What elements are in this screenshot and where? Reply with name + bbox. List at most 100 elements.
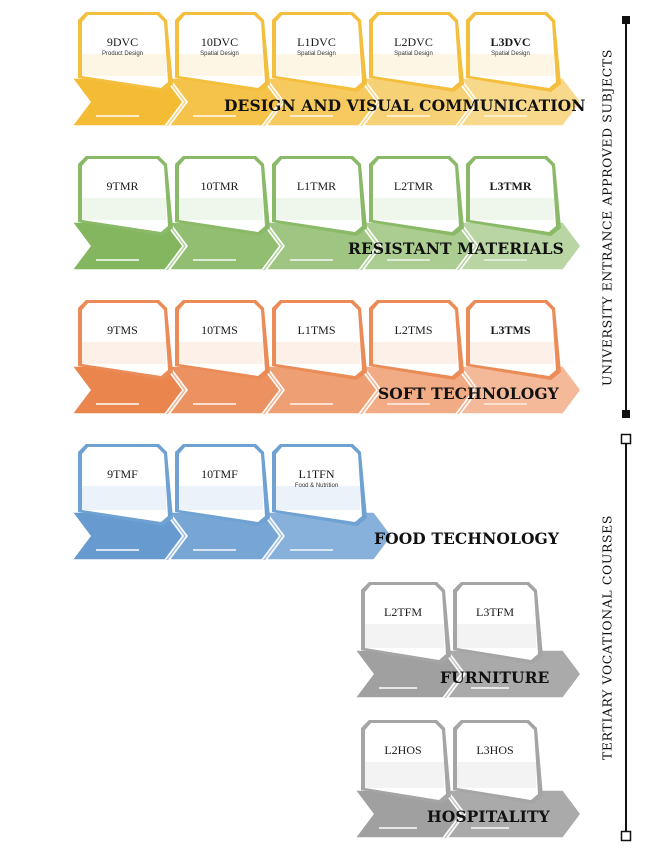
card-code: L3TMR [489, 179, 532, 193]
card-subtitle: Spatial Design [297, 51, 336, 57]
band-0-card-0-tint [82, 54, 166, 76]
card-code: L2DVC [394, 35, 433, 49]
bracket-lower-bottom-cap [620, 830, 632, 842]
card-code: L1TFN [298, 467, 335, 481]
card-subtitle: Spatial Design [491, 51, 530, 57]
card-code: 10TMS [201, 323, 238, 337]
band-5-card-1-face [457, 723, 538, 800]
band-3-card-2-tint [276, 486, 360, 510]
band-0-card-4-tint [470, 54, 554, 76]
band-4-title: FURNITURE [440, 668, 550, 687]
band-4-card-1: L3TFM [453, 606, 537, 618]
card-subtitle: Spatial Design [200, 51, 239, 57]
band-3-card-0-tint [82, 486, 166, 510]
band-1-card-2: L1TMR [272, 180, 361, 192]
band-0-card-1-tint [179, 54, 263, 76]
band-3-card-1: 10TMF [175, 468, 264, 480]
card-code: 9DVC [106, 35, 139, 49]
band-2-card-0-tint [82, 342, 166, 364]
band-4-chevron-1 [445, 649, 582, 699]
band-0-card-3-tint [373, 54, 457, 76]
band-5-card-0: L2HOS [361, 744, 445, 756]
band-1-card-1-face [179, 159, 265, 232]
card-code: L2TMS [394, 323, 433, 337]
band-5-card-0-tint [365, 762, 444, 788]
band-3-card-2: L1TFN Food & Nutrition [272, 468, 361, 489]
card-code: L3HOS [476, 743, 514, 757]
band-0-card-2-tint [276, 54, 360, 76]
band-5-title: HOSPITALITY [427, 807, 550, 826]
band-1-card-0-face [82, 159, 168, 232]
band-3-card-0-face [82, 447, 168, 522]
band-1-card-2-tint [276, 198, 360, 220]
card-code: L3DVC [490, 35, 531, 49]
card-code: 10TMR [200, 179, 239, 193]
band-1-card-0-tint [82, 198, 166, 220]
card-subtitle: Spatial Design [394, 51, 433, 57]
band-1-card-3-face [373, 159, 459, 232]
band-5-card-1-tint [457, 762, 536, 788]
band-1-card-2-face [276, 159, 362, 232]
band-0-card-0: 9DVC Product Design [78, 36, 167, 57]
band-0-card-2: L1DVC Spatial Design [272, 36, 361, 57]
card-code: L2TMR [393, 179, 434, 193]
card-code: L1DVC [297, 35, 336, 49]
card-code: L2TFM [383, 605, 422, 619]
band-2-card-3: L2TMS [369, 324, 458, 336]
band-4-card-0: L2TFM [361, 606, 445, 618]
band-1-card-0: 9TMR [78, 180, 167, 192]
band-2-card-2-tint [276, 342, 360, 364]
bracket-upper-bottom-cap [622, 410, 630, 418]
band-0-title: DESIGN AND VISUAL COMMUNICATION [224, 96, 586, 115]
card-code: L2HOS [384, 743, 422, 757]
side-label-university: UNIVERSITY ENTRANCE APPROVED SUBJECTS [599, 49, 615, 386]
band-2-card-1: 10TMS [175, 324, 264, 336]
band-2-card-4-tint [470, 342, 554, 364]
band-2-card-3-tint [373, 342, 457, 364]
band-2-card-2: L1TMS [272, 324, 361, 336]
band-3-title: FOOD TECHNOLOGY [374, 529, 560, 548]
band-4-card-0-tint [365, 624, 444, 648]
band-5-chevron-1 [445, 789, 582, 839]
card-code: L1TMR [296, 179, 337, 193]
band-2-card-2-face [276, 303, 362, 376]
band-3-chevron-2 [264, 511, 393, 561]
band-3-card-1-tint [179, 486, 263, 510]
band-2-card-4-face [470, 303, 556, 376]
card-subtitle: Food & Nutrition [294, 483, 339, 489]
band-4-card-1-face [457, 585, 538, 660]
band-4-card-1-tint [457, 624, 536, 648]
card-subtitle: Product Design [101, 51, 144, 57]
band-1-card-4: L3TMR [466, 180, 555, 192]
band-0-card-3: L2DVC Spatial Design [369, 36, 458, 57]
card-code: L3TFM [475, 605, 514, 619]
band-3-card-0: 9TMF [78, 468, 167, 480]
band-1-card-3: L2TMR [369, 180, 458, 192]
card-code: 9TMF [107, 467, 138, 481]
band-0-card-4: L3DVC Spatial Design [466, 36, 555, 57]
card-code: 10TMF [201, 467, 238, 481]
band-5-card-0-face [365, 723, 446, 800]
band-2-card-1-face [179, 303, 265, 376]
band-2-title: SOFT TECHNOLOGY [378, 384, 559, 403]
band-1-title: RESISTANT MATERIALS [348, 239, 564, 258]
band-2-card-0-face [82, 303, 168, 376]
band-2-card-3-face [373, 303, 459, 376]
band-5-card-1: L3HOS [453, 744, 537, 756]
band-1-card-3-tint [373, 198, 457, 220]
card-code: L3TMS [490, 323, 531, 337]
bracket-lower-top-cap [620, 433, 632, 445]
card-code: 9TMS [107, 323, 138, 337]
band-1-card-4-tint [470, 198, 554, 220]
card-code: L1TMS [297, 323, 336, 337]
band-1-card-1-tint [179, 198, 263, 220]
band-3-card-1-face [179, 447, 265, 522]
bracket-upper-top-cap [622, 16, 630, 24]
band-2-card-1-tint [179, 342, 263, 364]
band-1-card-4-face [470, 159, 556, 232]
band-1-card-1: 10TMR [175, 180, 264, 192]
band-2-card-0: 9TMS [78, 324, 167, 336]
